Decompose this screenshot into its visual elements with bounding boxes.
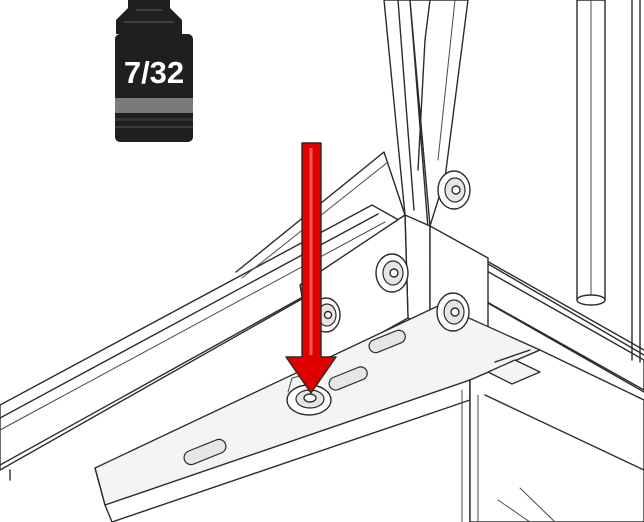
lower-right-box <box>469 349 644 522</box>
socket-size-label: 7/32 <box>124 55 184 90</box>
bolt-middle <box>375 253 409 293</box>
down-arrow-icon <box>285 142 337 394</box>
hex-key-socket-icon: 7/32 <box>115 0 193 142</box>
bolts <box>286 170 471 416</box>
bolt-top-right <box>437 170 471 210</box>
bolt-right-lower <box>436 292 470 332</box>
